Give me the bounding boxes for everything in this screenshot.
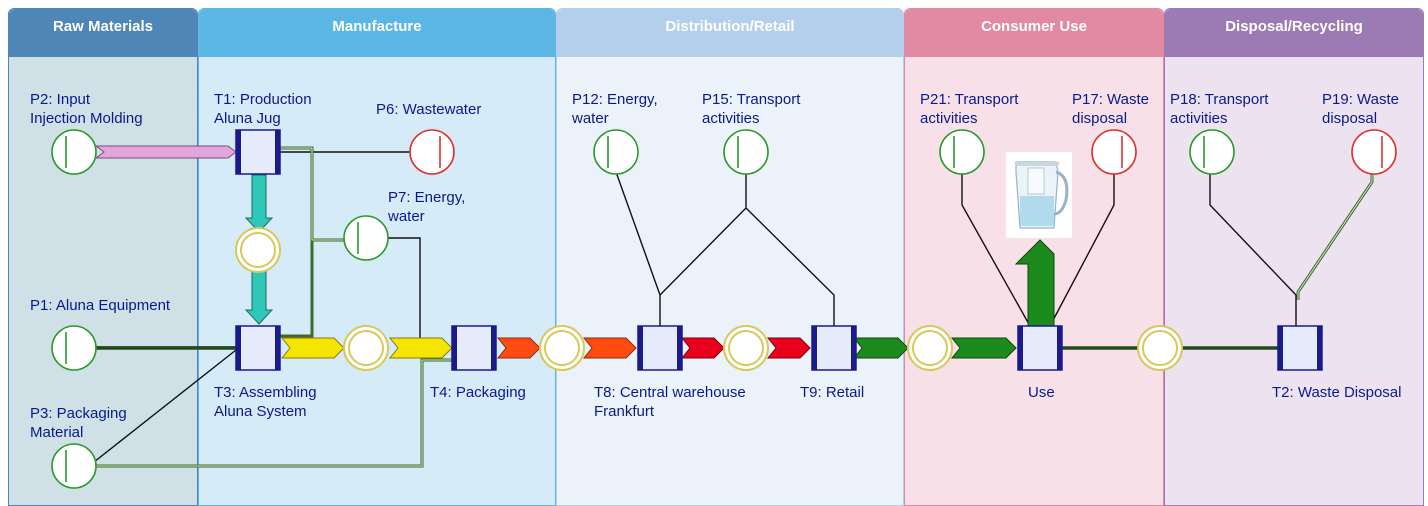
connector-p3-t3 xyxy=(93,349,237,463)
transition-t3-box xyxy=(235,325,281,371)
input-places xyxy=(51,129,1235,489)
buffer-place-t3-t4 xyxy=(343,325,389,371)
label-t4: T4: Packaging xyxy=(430,384,526,401)
label-p17: P17: Waste disposal xyxy=(1072,91,1149,127)
lane-manufacture: Manufacture xyxy=(198,8,556,506)
flow-p2-t1 xyxy=(94,145,237,159)
buffer-place-t1-t3 xyxy=(235,227,281,273)
label-p3: P3: Packaging Material xyxy=(30,405,127,441)
place-p1-circle xyxy=(51,325,97,371)
arrow-buffer-t4 xyxy=(388,337,453,359)
place-p2-circle xyxy=(51,129,97,175)
buffer-place-use-t2 xyxy=(1137,325,1183,371)
connector-p15-t8 xyxy=(659,172,747,296)
label-use: Use xyxy=(1028,384,1055,401)
label-p18: P18: Transport activities xyxy=(1170,91,1269,127)
label-t3: T3: Assembling Aluna System xyxy=(214,384,317,420)
place-p17-circle xyxy=(1091,129,1137,175)
arrow-t1-buffer xyxy=(244,174,274,233)
lane-title-manufacture: Manufacture xyxy=(199,9,555,57)
arrow-use-product xyxy=(1014,239,1055,327)
connector-p15-t9 xyxy=(745,207,835,326)
label-p21: P21: Transport activities xyxy=(920,91,1019,127)
buffer-place-t9-use xyxy=(907,325,953,371)
connector-p17-use xyxy=(1049,172,1115,327)
arrow-t3-buffer xyxy=(280,337,345,359)
arrow-t9-buffer xyxy=(852,337,909,359)
arrow-buffer-t3 xyxy=(244,267,274,325)
place-p15-circle xyxy=(723,129,769,175)
transition-t1-box xyxy=(235,129,281,175)
place-p18-circle xyxy=(1189,129,1235,175)
lane-disposal-recycling: Disposal/Recycling xyxy=(1164,8,1424,506)
label-p15: P15: Transport activities xyxy=(702,91,801,127)
lane-distribution-retail: Distribution/Retail xyxy=(556,8,904,506)
buffer-place-t8-t9 xyxy=(723,325,769,371)
label-p2: P2: Input Injection Molding xyxy=(30,91,143,127)
water-filter-jug-icon xyxy=(1006,152,1072,238)
place-p21-circle xyxy=(939,129,985,175)
label-p12: P12: Energy, water xyxy=(572,91,658,127)
arrow-t8-buffer xyxy=(680,337,725,359)
output-places xyxy=(409,129,1397,175)
lane-raw-materials: Raw Materials xyxy=(8,8,198,506)
label-p1: P1: Aluna Equipment xyxy=(30,297,171,314)
lane-title-distribution-retail: Distribution/Retail xyxy=(557,9,903,57)
buffer-places xyxy=(235,227,1183,371)
flow-t1-p7 xyxy=(280,146,346,242)
connector-p7-t4 xyxy=(388,237,421,340)
connector-p12-t8 xyxy=(615,171,661,326)
transition-t8-box xyxy=(637,325,683,371)
lane-title-raw-materials: Raw Materials xyxy=(9,9,197,57)
cyan-arrows xyxy=(244,174,274,325)
arrow-buffer-t9 xyxy=(766,337,811,359)
transition-t9-box xyxy=(811,325,857,371)
place-p3-circle xyxy=(51,443,97,489)
arrow-t4-buffer xyxy=(496,337,541,359)
lane-title-consumer-use: Consumer Use xyxy=(905,9,1163,57)
arrow-buffer-t8 xyxy=(582,337,637,359)
label-p7: P7: Energy, water xyxy=(388,189,466,225)
label-t1: T1: Production Aluna Jug xyxy=(214,91,312,127)
lane-title-disposal-recycling: Disposal/Recycling xyxy=(1165,9,1423,57)
transition-t2-box xyxy=(1277,325,1323,371)
buffer-place-t4-t8 xyxy=(539,325,585,371)
place-p6-circle xyxy=(409,129,455,175)
arrow-buffer-use xyxy=(950,337,1017,359)
label-t8: T8: Central warehouse Frankfurt xyxy=(594,384,746,420)
transition-t4-box xyxy=(451,325,497,371)
label-t2: T2: Waste Disposal xyxy=(1272,384,1402,401)
label-t9: T9: Retail xyxy=(800,384,865,401)
transitions xyxy=(235,129,1323,371)
yellow-arrows xyxy=(280,337,453,359)
place-p7-circle xyxy=(343,215,389,261)
flow-t9-p19 xyxy=(1296,172,1374,300)
connector-p21-use xyxy=(961,172,1031,327)
connector-p18-t2 xyxy=(1209,172,1297,326)
orange-arrows xyxy=(496,337,637,359)
red-arrows xyxy=(680,337,811,359)
transition-use-box xyxy=(1017,325,1063,371)
green-arrows xyxy=(852,239,1055,359)
place-p12-circle xyxy=(593,129,639,175)
label-p19: P19: Waste disposal xyxy=(1322,91,1399,127)
flow-t1-t3 xyxy=(280,240,314,338)
place-p19-circle xyxy=(1351,129,1397,175)
label-p6: P6: Wastewater xyxy=(376,101,482,118)
